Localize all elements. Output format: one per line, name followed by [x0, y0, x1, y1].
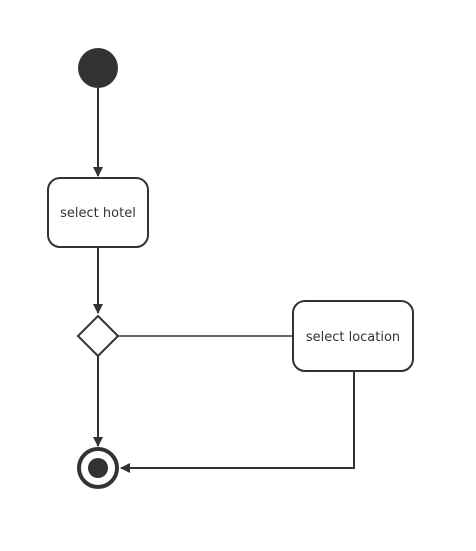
initial-node [78, 48, 118, 88]
final-node [77, 447, 119, 489]
action-select-hotel[interactable]: select hotel [47, 177, 149, 248]
action-select-location-box [292, 300, 414, 372]
action-select-hotel-box [47, 177, 149, 248]
action-select-location[interactable]: select location [292, 300, 414, 372]
action-select-hotel-label: select hotel [60, 206, 136, 221]
final-node-core [88, 458, 108, 478]
decision-node [76, 314, 120, 358]
edge-select-location-to-end [120, 371, 355, 473]
action-select-location-label: select location [306, 330, 400, 345]
